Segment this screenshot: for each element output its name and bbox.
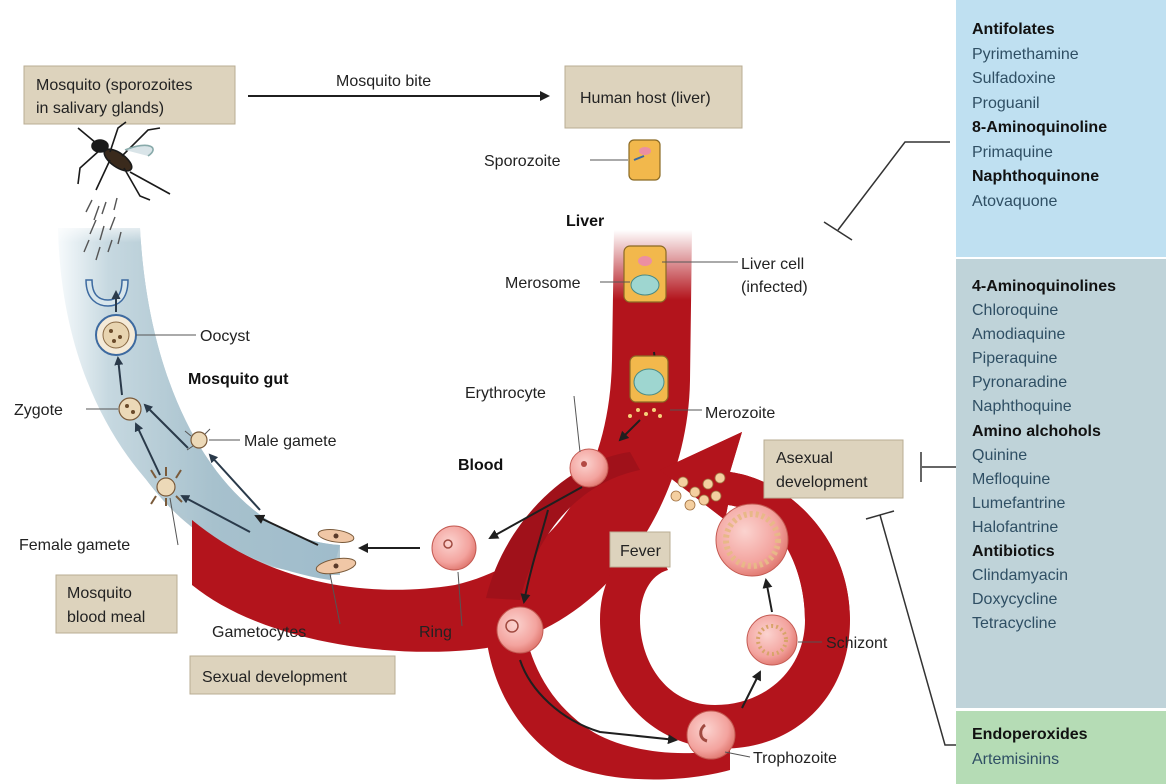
male-gamete-label: Male gamete [244,433,337,450]
drug-name: Artemisinins [972,748,1166,773]
sporozoite-label: Sporozoite [484,153,561,170]
drug-name: Sulfadoxine [972,67,1166,92]
human-host-label-box: Human host (liver) [565,66,742,128]
blood-meal-label-box: Mosquito blood meal [56,575,177,633]
drug-name: Pyronaradine [972,371,1166,395]
drug-name: Atovaquone [972,190,1166,215]
drug-class-heading: 8-Aminoquinoline [972,116,1166,141]
drug-name: Piperaquine [972,347,1166,371]
asexual-label-line1: Asexual [776,450,833,467]
drug-class-heading: 4-Aminoquinolines [972,275,1166,299]
erythrocyte-leader [574,396,580,452]
blood-region-label: Blood [458,457,503,474]
drug-name: Clindamyacin [972,564,1166,588]
drug-name: Mefloquine [972,468,1166,492]
mature-schizont-cell [716,504,788,576]
drug-name: Lumefantrine [972,492,1166,516]
drug-name: Amodiaquine [972,323,1166,347]
drug-class-heading: Amino alchohols [972,420,1166,444]
mosquito-gut-label: Mosquito gut [188,371,289,388]
drug-name: Chloroquine [972,299,1166,323]
drug-name: Naphthoquine [972,395,1166,419]
trophozoite-label: Trophozoite [753,750,837,767]
female-gamete-label: Female gamete [19,537,130,554]
ring-label: Ring [419,624,452,641]
drug-name: Halofantrine [972,516,1166,540]
fever-label: Fever [620,543,662,560]
zygote-label: Zygote [14,402,63,419]
oocyst-label: Oocyst [200,328,250,345]
sporozoite-cell [629,140,660,180]
blood-meal-label-line1: Mosquito [67,585,132,602]
liver-cell-label-line1: Liver cell [741,256,804,273]
fever-label-box: Fever [610,532,670,567]
trophozoite-cell [687,711,735,759]
merosome-cell [624,246,666,302]
oocyst-cell [96,315,136,355]
drug-name: Primaquine [972,141,1166,166]
mosquito-label-line1: Mosquito (sporozoites [36,77,193,94]
drug-name: Doxycycline [972,588,1166,612]
drug-class-heading: Antifolates [972,18,1166,43]
schizont-cell [747,615,797,665]
schizont-label: Schizont [826,635,888,652]
mosquito-illustration [78,122,170,200]
liver-region-label: Liver [566,213,604,230]
gametocytes-label: Gametocytes [212,624,306,641]
merosome-label: Merosome [505,275,581,292]
merozoite-label: Merozoite [705,405,775,422]
sexual-development-label-box: Sexual development [190,656,395,694]
human-host-label: Human host (liver) [580,90,711,107]
drug-class-heading: Naphthoquinone [972,165,1166,190]
drug-name: Pyrimethamine [972,43,1166,68]
erythrocyte-label: Erythrocyte [465,385,546,402]
drug-class-heading: Endoperoxides [972,723,1166,748]
asexual-label-line2: development [776,474,868,491]
mosquito-bite-label: Mosquito bite [336,73,431,90]
drug-class-heading: Antibiotics [972,540,1166,564]
zygote-cell [119,398,141,420]
erythrocyte-cell [570,449,608,487]
liver-cell-label-line2: (infected) [741,279,808,296]
mosquito-label-line2: in salivary glands) [36,100,164,117]
drug-name: Proguanil [972,92,1166,117]
ring-cell [432,526,476,570]
sexual-development-label: Sexual development [202,669,348,686]
blood-meal-label-line2: blood meal [67,609,145,626]
drug-name: Quinine [972,444,1166,468]
drug-name: Tetracycline [972,612,1166,636]
early-trophozoite-cell [497,607,543,653]
mosquito-label-box: Mosquito (sporozoites in salivary glands… [24,66,235,124]
asexual-development-label-box: Asexual development [764,440,903,498]
